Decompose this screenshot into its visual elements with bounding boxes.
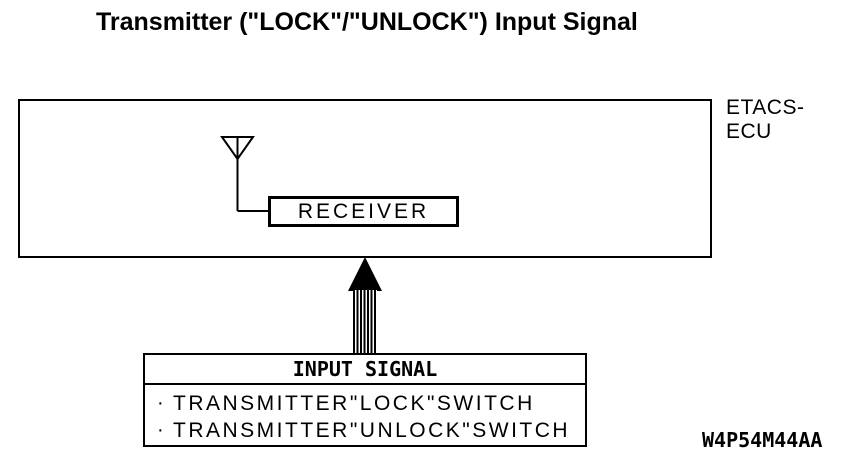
etacs-ecu-label: ETACS- ECU bbox=[726, 96, 804, 144]
etacs-ecu-label-line1: ETACS- bbox=[726, 96, 805, 119]
input-signal-item: · TRANSMITTER"UNLOCK"SWITCH bbox=[157, 417, 585, 444]
etacs-ecu-label-line2: ECU bbox=[726, 120, 772, 143]
antenna-icon bbox=[220, 136, 273, 212]
diagram-title: Transmitter ("LOCK"/"UNLOCK") Input Sign… bbox=[96, 8, 638, 36]
receiver-box: RECEIVER bbox=[268, 196, 459, 227]
input-signal-box: INPUT SIGNAL · TRANSMITTER"LOCK"SWITCH ·… bbox=[143, 353, 587, 447]
figure-code: W4P54M44AA bbox=[702, 428, 823, 452]
receiver-label: RECEIVER bbox=[297, 199, 430, 223]
input-signal-item-label: TRANSMITTER"LOCK"SWITCH bbox=[173, 391, 535, 415]
input-signal-item: · TRANSMITTER"LOCK"SWITCH bbox=[157, 390, 585, 417]
bullet-icon: · bbox=[157, 419, 164, 441]
input-signal-item-label: TRANSMITTER"UNLOCK"SWITCH bbox=[173, 418, 571, 442]
etacs-ecu-box bbox=[18, 99, 712, 258]
input-signal-body: · TRANSMITTER"LOCK"SWITCH · TRANSMITTER"… bbox=[145, 385, 585, 444]
arrow-shaft bbox=[353, 290, 377, 353]
input-signal-header: INPUT SIGNAL bbox=[145, 355, 585, 385]
arrow-up-icon bbox=[348, 257, 382, 291]
bullet-icon: · bbox=[157, 392, 164, 414]
